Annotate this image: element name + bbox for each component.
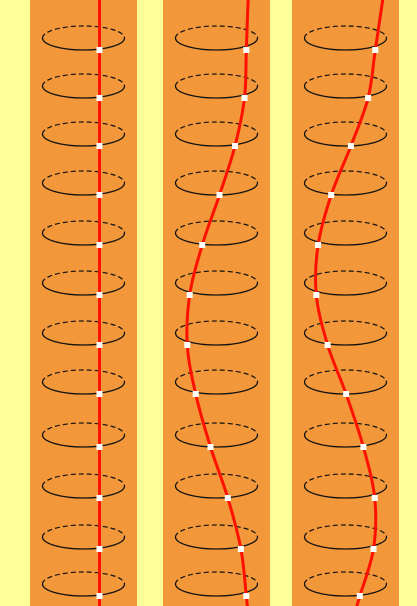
coil-ring bbox=[303, 220, 388, 246]
wave-marker bbox=[184, 342, 191, 348]
coil-ring bbox=[174, 369, 259, 395]
column-half-wavelength-mode bbox=[163, 0, 270, 606]
coil-ring bbox=[303, 121, 388, 147]
wave-marker bbox=[372, 47, 379, 53]
wave-marker bbox=[324, 342, 331, 348]
coil-ring bbox=[174, 422, 259, 448]
wave-marker bbox=[96, 546, 103, 552]
wave-marker bbox=[370, 546, 377, 552]
wave-marker bbox=[216, 192, 223, 198]
wave-curve bbox=[314, 0, 385, 606]
wave-marker bbox=[96, 342, 103, 348]
wave-marker bbox=[96, 95, 103, 101]
wave-marker bbox=[96, 444, 103, 450]
wave-marker bbox=[96, 391, 103, 397]
wave-marker bbox=[199, 242, 206, 248]
wave-marker bbox=[186, 292, 193, 298]
wave-marker bbox=[365, 95, 372, 101]
wave-marker bbox=[360, 444, 367, 450]
coil-ring bbox=[174, 121, 259, 147]
column-zero-displacement bbox=[30, 0, 137, 606]
wave-marker bbox=[232, 143, 238, 149]
columns bbox=[30, 0, 399, 606]
coil-ring bbox=[41, 121, 126, 147]
column-full-wavelength-mode bbox=[292, 0, 399, 606]
coil-ring bbox=[41, 369, 126, 395]
wave-marker bbox=[371, 495, 378, 501]
wave-marker bbox=[96, 593, 103, 599]
coil-ring bbox=[41, 25, 126, 51]
coil-ring bbox=[174, 524, 259, 550]
coil-ring bbox=[41, 220, 126, 246]
wave-marker bbox=[313, 292, 320, 298]
column-band bbox=[30, 0, 137, 606]
wave-marker bbox=[207, 444, 214, 450]
coil-ring bbox=[41, 473, 126, 499]
coil-ring bbox=[303, 422, 388, 448]
coil-ring bbox=[41, 524, 126, 550]
wave-marker bbox=[356, 593, 363, 599]
coil-ring bbox=[41, 571, 126, 597]
coil-ring bbox=[303, 524, 388, 550]
coil-ring bbox=[41, 170, 126, 196]
wave-marker bbox=[237, 546, 244, 552]
wave-marker bbox=[96, 242, 103, 248]
coil-ring bbox=[174, 25, 259, 51]
wave-marker bbox=[328, 192, 335, 198]
wave-marker bbox=[343, 391, 350, 397]
wave-marker bbox=[96, 495, 103, 501]
wave-marker bbox=[315, 242, 322, 248]
coil-ring bbox=[174, 320, 259, 346]
wave-curve bbox=[185, 0, 250, 606]
wave-marker bbox=[96, 192, 103, 198]
coil-ring bbox=[303, 320, 388, 346]
wave-marker bbox=[96, 47, 103, 53]
wave-marker bbox=[96, 143, 103, 149]
column-band bbox=[163, 0, 270, 606]
wave-marker bbox=[243, 593, 250, 599]
coil-ring bbox=[174, 270, 259, 296]
coil-ring bbox=[303, 270, 388, 296]
coil-ring bbox=[303, 25, 388, 51]
wave-marker bbox=[347, 143, 354, 149]
wave-marker bbox=[241, 95, 248, 101]
coil-ring bbox=[41, 320, 126, 346]
coil-ring bbox=[174, 73, 259, 99]
coil-ring bbox=[174, 473, 259, 499]
coil-ring bbox=[303, 473, 388, 499]
column-band bbox=[292, 0, 399, 606]
coil-ring bbox=[174, 571, 259, 597]
coil-ring bbox=[41, 270, 126, 296]
coil-ring bbox=[174, 220, 259, 246]
wave-marker bbox=[96, 292, 103, 298]
wave-marker bbox=[192, 391, 199, 397]
coil-ring bbox=[303, 571, 388, 597]
coil-ring bbox=[303, 73, 388, 99]
coil-ring bbox=[41, 422, 126, 448]
coil-ring bbox=[303, 170, 388, 196]
wave-marker bbox=[224, 495, 231, 501]
coil-ring bbox=[41, 73, 126, 99]
wave-marker bbox=[243, 47, 250, 53]
